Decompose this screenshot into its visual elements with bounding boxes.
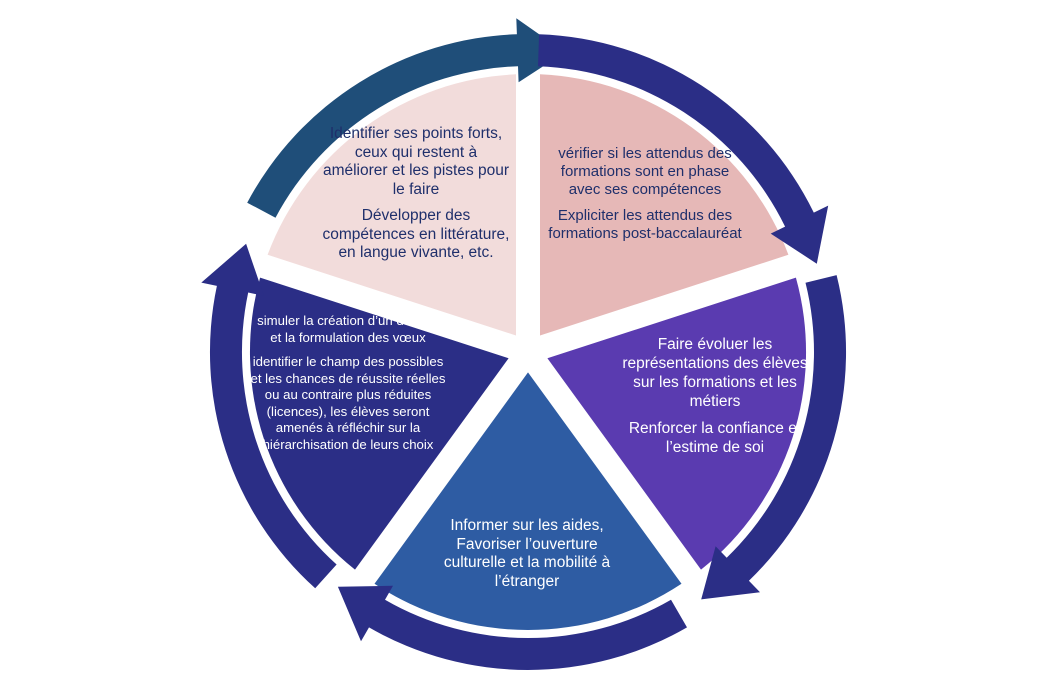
arrow-top-left-icon (247, 18, 565, 218)
segment-top-right-paragraph-1: vérifier si les attendus des formations … (558, 145, 732, 198)
segment-top-right (540, 74, 789, 336)
segment-left (249, 277, 509, 570)
segment-right-text: Faire évoluer les représentations des él… (622, 335, 808, 457)
segment-bottom-text: Informer sur les aides, Favoriser l’ouve… (437, 517, 617, 591)
segment-right (547, 277, 807, 570)
segment-top-left-text: Identifier ses points forts, ceux qui re… (322, 125, 510, 263)
segment-bottom-paragraph-1: Informer sur les aides, Favoriser l’ouve… (443, 517, 611, 590)
segment-top-left (267, 74, 516, 336)
segment-left-paragraph-1: simuler la création d’un dossier et la f… (257, 313, 439, 345)
arrow-top-right-icon (538, 34, 829, 264)
arrow-bottom-icon (337, 585, 687, 671)
arrow-left-icon (201, 243, 337, 589)
segment-left-paragraph-2: identifier le champ des possibles et les… (250, 354, 446, 452)
segment-right-paragraph-2: Renforcer la confiance et l’estime de so… (628, 420, 802, 456)
arrow-right-icon (701, 275, 847, 600)
segment-top-left-paragraph-2: Développer des compétences en littératur… (322, 207, 510, 261)
segment-top-right-paragraph-2: Expliciter les attendus des formations p… (548, 207, 742, 242)
segment-left-text: simuler la création d’un dossier et la f… (250, 313, 446, 453)
segment-right-paragraph-1: Faire évoluer les représentations des él… (622, 336, 808, 410)
segment-bottom (374, 372, 682, 631)
segment-top-left-paragraph-1: Identifier ses points forts, ceux qui re… (322, 125, 510, 198)
segment-top-right-text: vérifier si les attendus des formations … (545, 145, 745, 243)
